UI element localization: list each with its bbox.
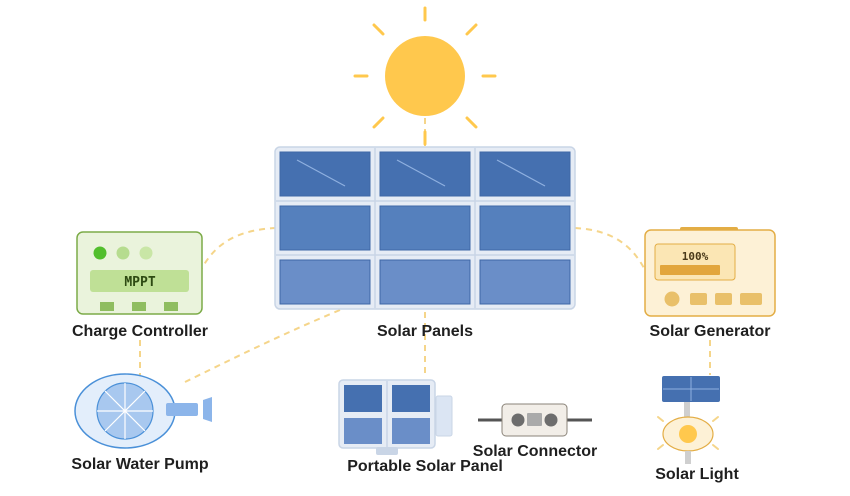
solar-water-pump-label: Solar Water Pump	[71, 456, 209, 473]
sun-icon	[353, 6, 497, 146]
solar-light-icon	[657, 376, 720, 464]
battery-percentage: 100%	[682, 250, 709, 263]
water-pump-icon	[74, 373, 212, 449]
solar-generator-icon: 100%	[644, 227, 776, 317]
line-panels-generator	[574, 227, 646, 271]
charge-controller-label: Charge Controller	[71, 323, 209, 340]
portable-panel-icon	[338, 379, 453, 455]
solar-panel-icon	[274, 146, 576, 310]
solar-panels-label: Solar Panels	[376, 323, 474, 340]
solar-generator-label: Solar Generator	[649, 323, 771, 340]
solar-light-label: Solar Light	[655, 466, 739, 483]
charge-controller-icon: MPPT	[76, 231, 203, 315]
line-panels-controller	[201, 227, 277, 269]
connector-lines	[139, 118, 711, 383]
connector-icon	[478, 403, 592, 437]
solar-connector-label: Solar Connector	[472, 443, 598, 460]
controller-display: MPPT	[124, 275, 155, 290]
portable-solar-panel-label: Portable Solar Panel	[347, 458, 503, 475]
line-panels-pump	[184, 309, 341, 383]
